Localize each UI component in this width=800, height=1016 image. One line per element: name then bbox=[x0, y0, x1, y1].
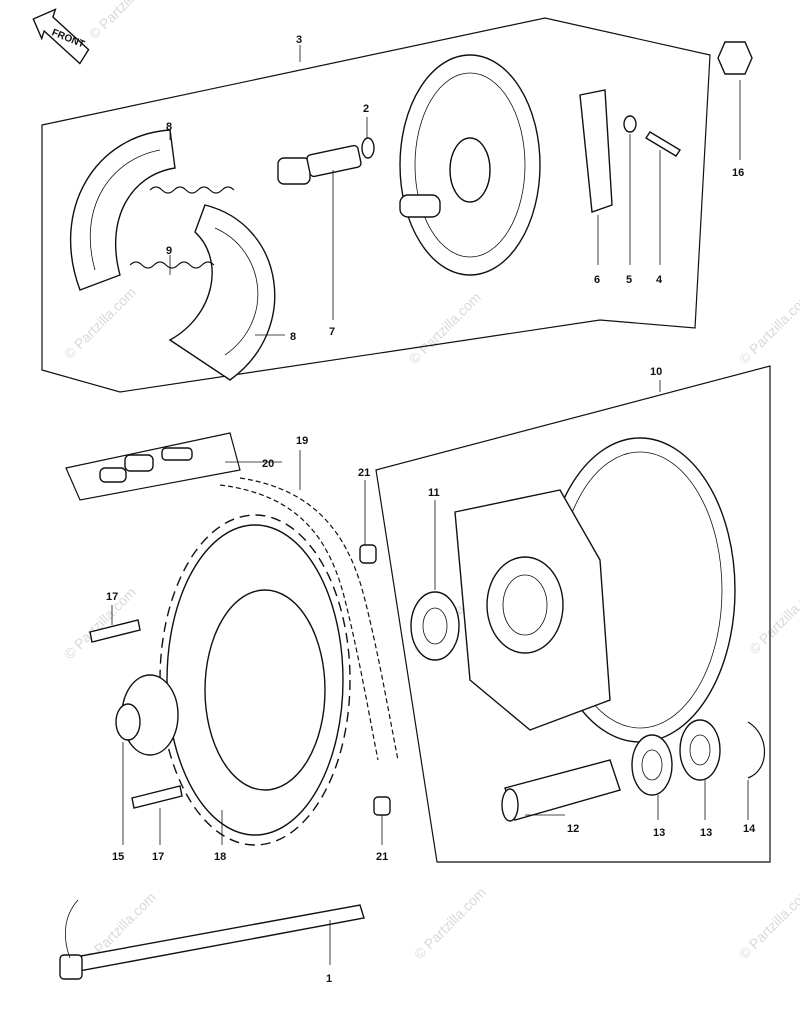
callout-2: 2 bbox=[363, 103, 369, 115]
leader-lines bbox=[111, 45, 749, 965]
brake-panel bbox=[399, 54, 541, 276]
callout-20: 20 bbox=[262, 458, 274, 470]
callout-6: 6 bbox=[594, 274, 600, 286]
callout-numbers: 1 2 3 4 5 6 7 8 8 9 10 11 12 13 13 14 15… bbox=[106, 34, 756, 985]
wheel-hub-group-frame bbox=[375, 365, 771, 863]
watermark: © Partzilla.com bbox=[746, 579, 800, 657]
brake-panel-group-frame bbox=[41, 17, 711, 393]
watermark: © Partzilla.com bbox=[86, 0, 164, 42]
brake-springs bbox=[129, 186, 235, 269]
front-direction-arrow: FRONT bbox=[32, 8, 90, 65]
callout-10: 10 bbox=[650, 366, 662, 378]
callout-1: 1 bbox=[326, 973, 332, 985]
cam-lever-parts bbox=[579, 41, 753, 213]
hub-bearing bbox=[410, 591, 460, 661]
callout-4: 4 bbox=[656, 274, 663, 286]
brake-cam-and-oring bbox=[277, 137, 375, 185]
sprocket-bolts-nuts bbox=[89, 544, 391, 816]
callout-14: 14 bbox=[743, 823, 756, 835]
rear-axle bbox=[59, 899, 365, 980]
callout-17a: 17 bbox=[106, 591, 118, 603]
watermark: © Partzilla.com bbox=[736, 884, 800, 962]
callout-9: 9 bbox=[166, 245, 172, 257]
watermark: © Partzilla.com bbox=[406, 289, 484, 367]
callout-18: 18 bbox=[214, 851, 226, 863]
callout-5: 5 bbox=[626, 274, 632, 286]
callout-8a: 8 bbox=[166, 121, 172, 133]
watermark: © Partzilla.com bbox=[736, 289, 800, 367]
hub-spacer-bearings-circlip bbox=[501, 719, 766, 822]
callout-11: 11 bbox=[428, 487, 440, 499]
callout-3: 3 bbox=[296, 34, 302, 46]
callout-13a: 13 bbox=[653, 827, 665, 839]
drive-chain bbox=[219, 477, 399, 761]
callout-8b: 8 bbox=[290, 331, 296, 343]
chain-joint-parts bbox=[65, 432, 241, 501]
rear-sprocket bbox=[159, 514, 351, 846]
callout-7: 7 bbox=[329, 326, 335, 338]
sprocket-flange bbox=[115, 674, 179, 756]
watermark: © Partzilla.com bbox=[411, 884, 489, 962]
callout-19: 19 bbox=[296, 435, 308, 447]
callout-15: 15 bbox=[112, 851, 124, 863]
wheel-hub bbox=[454, 437, 736, 743]
brake-shoes bbox=[70, 129, 276, 381]
callout-12: 12 bbox=[567, 823, 579, 835]
watermark: © Partzilla.com bbox=[61, 284, 139, 362]
callout-13b: 13 bbox=[700, 827, 712, 839]
callout-21a: 21 bbox=[358, 467, 370, 479]
callout-17b: 17 bbox=[152, 851, 164, 863]
callout-16: 16 bbox=[732, 167, 744, 179]
callout-21b: 21 bbox=[376, 851, 388, 863]
